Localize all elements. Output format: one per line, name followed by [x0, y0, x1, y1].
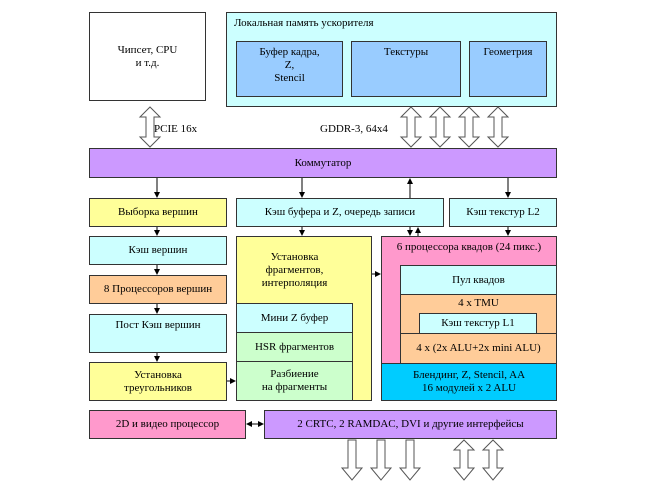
texture-cache-l2-block: Кэш текстур L2: [449, 198, 557, 227]
post-vertex-cache-block: Пост Кэш вершин: [89, 314, 227, 353]
gddr-bus-arrow-2: [428, 106, 452, 148]
output-arrow-3: [398, 439, 422, 481]
gddr-bus-arrow-1: [399, 106, 423, 148]
texture-cache-l1-block: Кэш текстур L1: [419, 313, 537, 334]
gddr-label: GDDR-3, 64x4: [320, 123, 388, 135]
fragment-split-block: Разбиение на фрагменты: [236, 361, 353, 401]
geometry-block: Геометрия: [469, 41, 547, 97]
gddr-bus-arrow-4: [486, 106, 510, 148]
gddr-bus-arrow-3: [457, 106, 481, 148]
commutator-block: Коммутатор: [89, 148, 557, 178]
output-arrow-1: [340, 439, 364, 481]
hsr-fragments-block: HSR фрагментов: [236, 332, 353, 362]
output-arrow-2: [369, 439, 393, 481]
buffer-z-cache-block: Кэш буфера и Z, очередь записи: [236, 198, 444, 227]
local-memory-title: Локальная память ускорителя: [234, 17, 374, 29]
video-processor-block: 2D и видео процессор: [89, 410, 246, 439]
vertex-processors-block: 8 Процессоров вершин: [89, 275, 227, 304]
mini-z-buffer-block: Мини Z буфер: [236, 303, 353, 333]
quad-pool-block: Пул квадов: [400, 265, 557, 295]
io-arrow-1: [452, 439, 476, 481]
fragment-setup-label: Установка фрагментов, интерполяция: [261, 251, 328, 289]
io-arrow-2: [481, 439, 505, 481]
vertex-fetch-block: Выборка вершин: [89, 198, 227, 227]
pcie-label: PCIE 16x: [154, 123, 198, 135]
textures-block: Текстуры: [351, 41, 461, 97]
chipset-cpu-block: Чипсет, CPU и т.д.: [89, 12, 206, 101]
blending-block: Блендинг, Z, Stencil, AA 16 модулей x 2 …: [381, 363, 557, 401]
alu-block: 4 x (2x ALU+2x mini ALU): [400, 333, 557, 364]
vertex-cache-block: Кэш вершин: [89, 236, 227, 265]
triangle-setup-block: Установка треугольников: [89, 362, 227, 401]
interfaces-block: 2 CRTC, 2 RAMDAC, DVI и другие интерфейс…: [264, 410, 557, 439]
frame-buffer-block: Буфер кадра, Z, Stencil: [236, 41, 343, 97]
